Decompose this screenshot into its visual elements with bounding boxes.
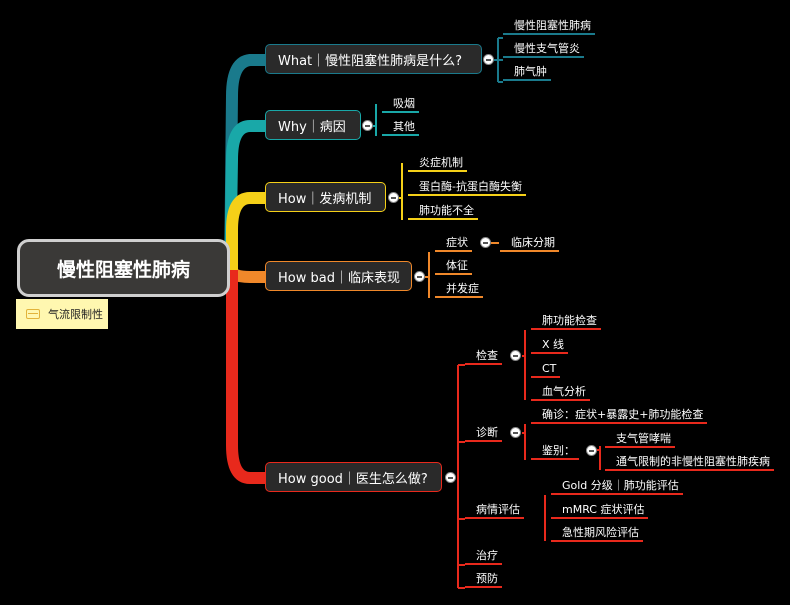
treatment-node[interactable]: 治疗 — [465, 547, 502, 565]
assessment-child-1[interactable]: Gold 分级｜肺功能评估 — [551, 477, 683, 495]
why-child-2[interactable]: 其他 — [382, 118, 419, 136]
how-child-3[interactable]: 肺功能不全 — [408, 202, 478, 220]
how-child-2[interactable]: 蛋白酶-抗蛋白酶失衡 — [408, 178, 526, 196]
diagnosis-differential[interactable]: 鉴别： — [531, 442, 579, 460]
collapse-icon[interactable] — [388, 192, 399, 203]
signs-node[interactable]: 体征 — [435, 257, 472, 275]
collapse-icon[interactable] — [510, 350, 521, 361]
collapse-icon[interactable] — [510, 427, 521, 438]
branch-how-bad[interactable]: How bad｜临床表现 — [265, 261, 412, 291]
what-child-3[interactable]: 肺气肿 — [503, 63, 551, 81]
exam-node[interactable]: 检查 — [465, 347, 502, 365]
callout-note[interactable]: 气流限制性 — [16, 299, 108, 329]
branch-why[interactable]: Why｜病因 — [265, 110, 361, 140]
why-child-1[interactable]: 吸烟 — [382, 95, 419, 113]
collapse-icon[interactable] — [414, 271, 425, 282]
branch-how-good[interactable]: How good｜医生怎么做? — [265, 462, 442, 492]
exam-child-2[interactable]: X 线 — [531, 336, 569, 354]
symptom-child-staging[interactable]: 临床分期 — [500, 234, 559, 252]
collapse-icon[interactable] — [362, 120, 373, 131]
exam-child-3[interactable]: CT — [531, 360, 561, 378]
complications-node[interactable]: 并发症 — [435, 280, 483, 298]
diagnosis-node[interactable]: 诊断 — [465, 424, 502, 442]
diagnosis-confirm[interactable]: 确诊：症状+暴露史+肺功能检查 — [531, 406, 708, 424]
collapse-icon[interactable] — [480, 237, 491, 248]
branch-how[interactable]: How｜发病机制 — [265, 182, 386, 212]
prevention-node[interactable]: 预防 — [465, 570, 502, 588]
assessment-child-2[interactable]: mMRC 症状评估 — [551, 501, 649, 519]
what-child-1[interactable]: 慢性阻塞性肺病 — [503, 17, 595, 35]
symptom-node[interactable]: 症状 — [435, 234, 472, 252]
callout-label: 气流限制性 — [48, 308, 103, 321]
branch-what[interactable]: What｜慢性阻塞性肺病是什么? — [265, 44, 482, 74]
what-child-2[interactable]: 慢性支气管炎 — [503, 40, 584, 58]
collapse-icon[interactable] — [483, 54, 494, 65]
exam-child-4[interactable]: 血气分析 — [531, 383, 590, 401]
assessment-child-3[interactable]: 急性期风险评估 — [551, 524, 643, 542]
note-icon — [26, 309, 40, 319]
collapse-icon[interactable] — [445, 472, 456, 483]
differential-child-2[interactable]: 通气限制的非慢性阻塞性肺疾病 — [605, 453, 774, 471]
differential-child-1[interactable]: 支气管哮喘 — [605, 430, 675, 448]
collapse-icon[interactable] — [586, 445, 597, 456]
exam-child-1[interactable]: 肺功能检查 — [531, 312, 601, 330]
root-node[interactable]: 慢性阻塞性肺病 — [17, 239, 230, 297]
how-child-1[interactable]: 炎症机制 — [408, 154, 467, 172]
assessment-node[interactable]: 病情评估 — [465, 501, 524, 519]
